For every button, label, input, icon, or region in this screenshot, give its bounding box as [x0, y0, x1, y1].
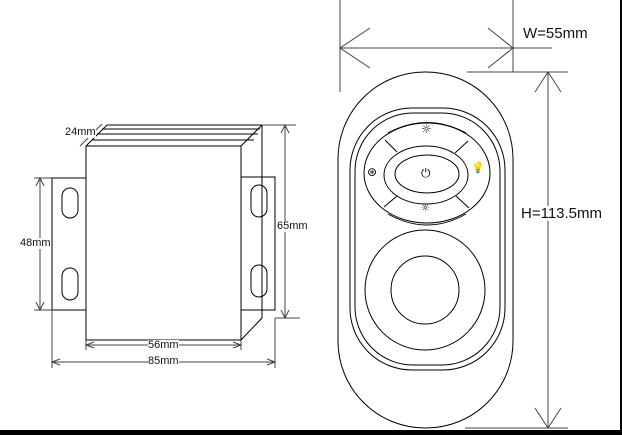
bracket-height-label: 48mm	[20, 237, 51, 249]
remote-height-label: H=113.5mm	[521, 205, 603, 222]
center-ring	[383, 145, 469, 205]
remote-width-label: W=55mm	[523, 25, 588, 42]
brightness-down-icon: ☼	[421, 203, 430, 214]
touch-center	[390, 255, 460, 325]
depth-label: 24mm	[65, 126, 96, 138]
controller-depth-edges	[85, 124, 264, 341]
button-arcs	[387, 122, 467, 226]
slot	[61, 187, 79, 219]
slot	[250, 264, 268, 298]
remote-inner	[349, 107, 506, 371]
height-label: 65mm	[277, 220, 308, 232]
brightness-up-icon: ☼	[421, 122, 432, 136]
power-button	[394, 154, 460, 194]
power-icon: ⏻	[421, 166, 431, 180]
right-bracket	[240, 176, 276, 311]
dim-width	[339, 0, 552, 92]
left-bracket	[51, 177, 87, 311]
color-mode-icon: ⊛	[367, 165, 378, 179]
dim-height	[465, 71, 568, 429]
remote-drawing	[337, 0, 568, 429]
light-bulb-icon: 💡	[471, 161, 485, 174]
remote-outer	[337, 71, 514, 429]
touch-wheel	[364, 229, 486, 351]
button-dividers	[383, 139, 470, 209]
slot	[61, 267, 79, 301]
controller-fins	[92, 128, 260, 141]
controller-drawing	[34, 123, 300, 368]
slot	[250, 184, 268, 218]
controller-body	[85, 145, 242, 341]
remote-inner-2	[354, 112, 501, 366]
total-width-label: 85mm	[148, 355, 179, 367]
body-width-label: 56mm	[148, 339, 179, 351]
